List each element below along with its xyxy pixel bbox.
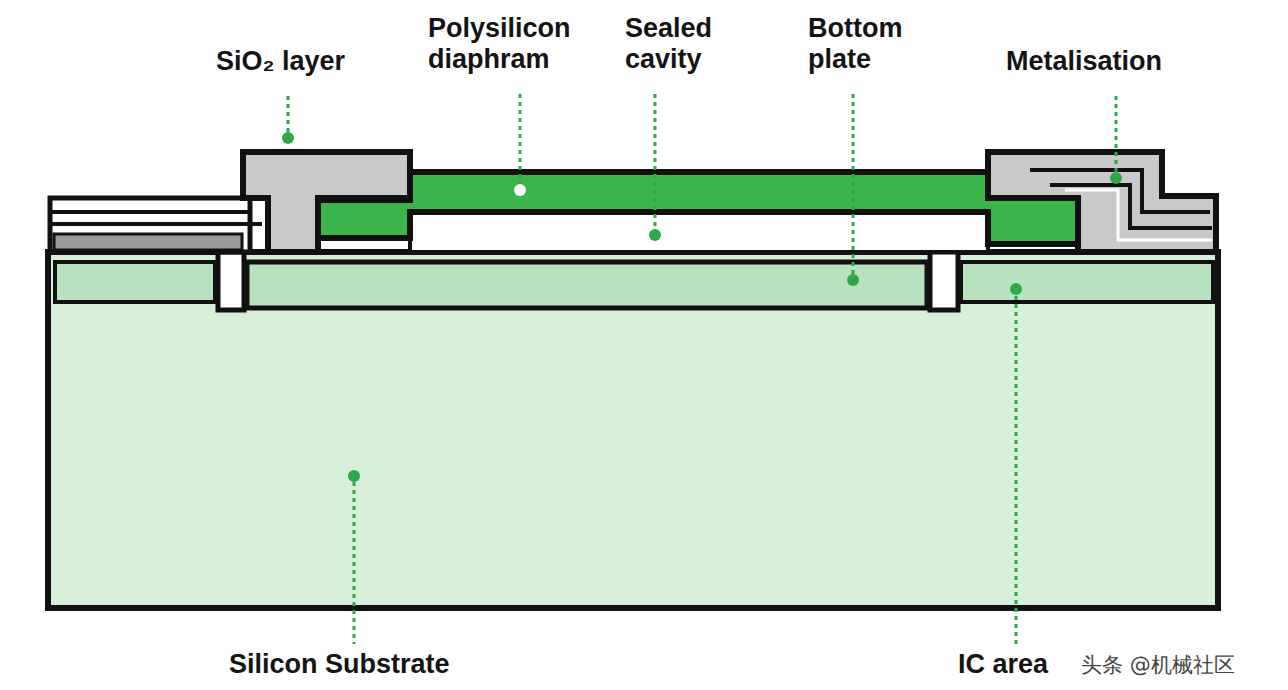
part-label: Silicon Substrate	[229, 649, 549, 680]
sealed-cavity	[410, 212, 988, 252]
polysilicon-diaphragm	[318, 172, 1078, 244]
left-metal	[54, 234, 242, 250]
ic-area	[961, 262, 1213, 302]
part-label: Polysilicon diaphram	[428, 13, 628, 75]
metal-line	[1065, 190, 1212, 240]
bottom-plate	[247, 262, 927, 308]
part-label: Bottom plate	[808, 13, 948, 75]
part-label: Sealed cavity	[625, 13, 760, 75]
layer-line	[52, 222, 262, 226]
silicon-substrate	[48, 252, 1218, 608]
part-label: IC area	[958, 649, 1088, 680]
part-label: Metalisation	[1006, 46, 1226, 77]
trench	[930, 252, 958, 310]
metalisation	[988, 152, 1216, 252]
trench	[218, 252, 244, 310]
metal-line	[1030, 170, 1210, 212]
layer-line	[52, 210, 250, 214]
leader-lines	[288, 94, 1116, 644]
leader-dots	[282, 132, 1122, 482]
watermark: 头条 @机械社区	[1078, 650, 1284, 681]
leader-dot	[514, 184, 526, 196]
part-label: SiO₂ layer	[216, 46, 416, 77]
implant-region	[55, 262, 215, 302]
